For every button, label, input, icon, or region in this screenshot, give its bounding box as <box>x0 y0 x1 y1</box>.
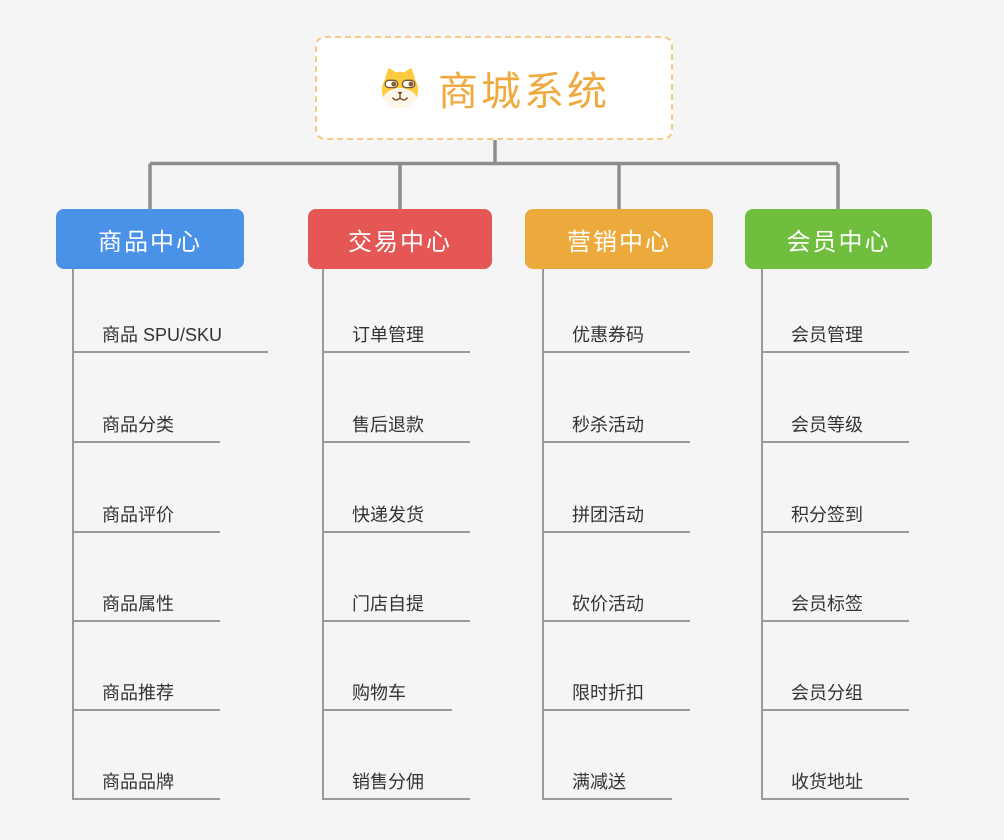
leaf-node[interactable]: 快递发货 <box>323 500 470 533</box>
root-title: 商城系统 <box>438 70 610 114</box>
leaf-node[interactable]: 会员等级 <box>762 410 909 443</box>
branch-rail <box>322 269 324 800</box>
leaf-node[interactable]: 销售分佣 <box>323 767 470 800</box>
branch-trade-center[interactable]: 交易中心 <box>308 209 492 269</box>
leaf-node[interactable]: 满减送 <box>543 767 672 800</box>
leaf-node[interactable]: 商品分类 <box>73 410 220 443</box>
leaf-node[interactable]: 积分签到 <box>762 500 909 533</box>
leaf-node[interactable]: 会员分组 <box>762 678 909 711</box>
leaf-node[interactable]: 门店自提 <box>323 589 470 622</box>
leaf-node[interactable]: 售后退款 <box>323 410 470 443</box>
branch-rail <box>761 269 763 800</box>
branch-rail <box>72 269 74 800</box>
leaf-node[interactable]: 收货地址 <box>762 767 909 800</box>
leaf-node[interactable]: 商品评价 <box>73 500 220 533</box>
leaf-node[interactable]: 商品属性 <box>73 589 220 622</box>
branch-member-center[interactable]: 会员中心 <box>745 209 932 269</box>
leaf-node[interactable]: 商品推荐 <box>73 678 220 711</box>
leaf-node[interactable]: 会员标签 <box>762 589 909 622</box>
leaf-node[interactable]: 砍价活动 <box>543 589 690 622</box>
branch-product-center[interactable]: 商品中心 <box>56 209 244 269</box>
leaf-node[interactable]: 限时折扣 <box>543 678 690 711</box>
leaf-node[interactable]: 订单管理 <box>323 320 470 353</box>
leaf-node[interactable]: 购物车 <box>323 678 452 711</box>
dog-face-icon <box>381 67 419 109</box>
branch-rail <box>542 269 544 800</box>
leaf-node[interactable]: 秒杀活动 <box>543 410 690 443</box>
leaf-node[interactable]: 优惠券码 <box>543 320 690 353</box>
leaf-node[interactable]: 商品 SPU/SKU <box>73 320 269 353</box>
leaf-node[interactable]: 商品品牌 <box>73 767 220 800</box>
leaf-node[interactable]: 会员管理 <box>762 320 909 353</box>
branch-marketing-center[interactable]: 营销中心 <box>525 209 713 269</box>
leaf-node[interactable]: 拼团活动 <box>543 500 690 533</box>
root-node[interactable]: 商城系统 <box>315 36 673 140</box>
